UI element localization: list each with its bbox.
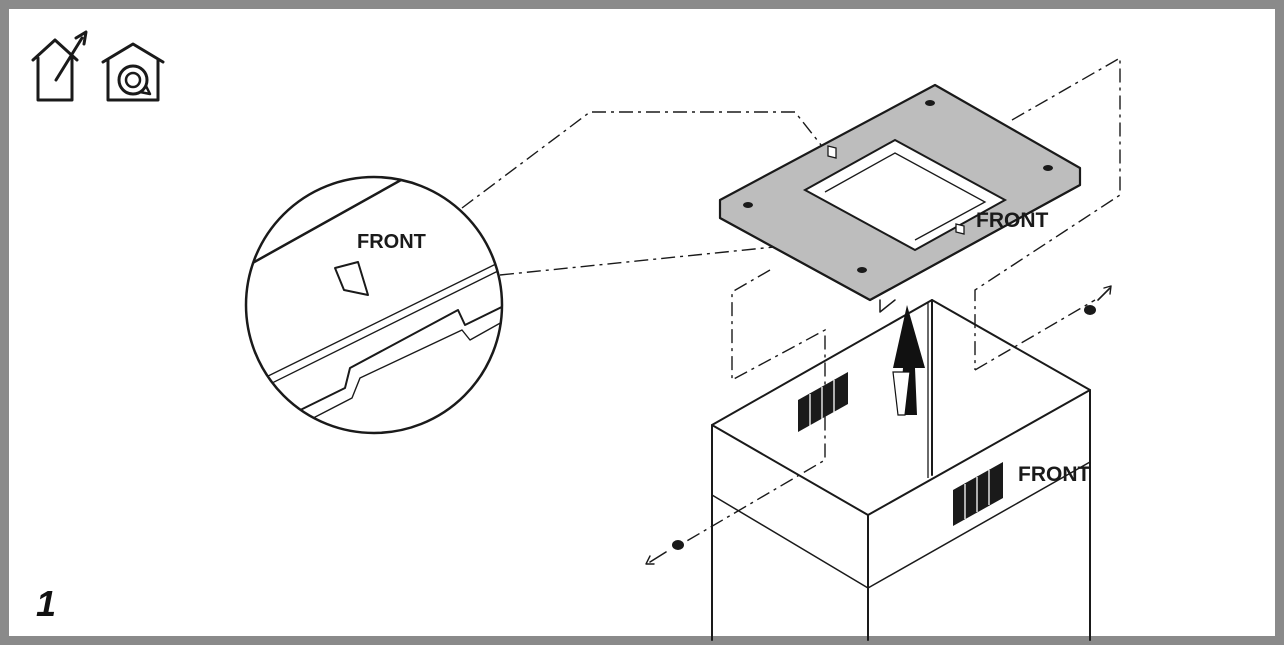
zoom-detail bbox=[244, 175, 504, 435]
front-label-plate: FRONT bbox=[976, 209, 1048, 232]
screw-right-icon bbox=[1084, 285, 1112, 315]
lift-arrow-icon bbox=[892, 305, 925, 416]
vent-slots-front bbox=[953, 462, 1003, 526]
plate-guide-lines bbox=[679, 56, 1121, 546]
step-number: 1 bbox=[36, 583, 56, 624]
vent-slots-left bbox=[798, 372, 848, 432]
front-label-zoom: FRONT bbox=[357, 231, 426, 253]
mounting-plate bbox=[718, 83, 1082, 313]
house-ducted-exhaust-icon bbox=[31, 30, 88, 102]
front-label-box: FRONT bbox=[1018, 463, 1090, 486]
chimney-box bbox=[711, 299, 1091, 641]
house-recirculation-icon bbox=[101, 42, 165, 102]
screw-left-icon bbox=[645, 540, 684, 565]
